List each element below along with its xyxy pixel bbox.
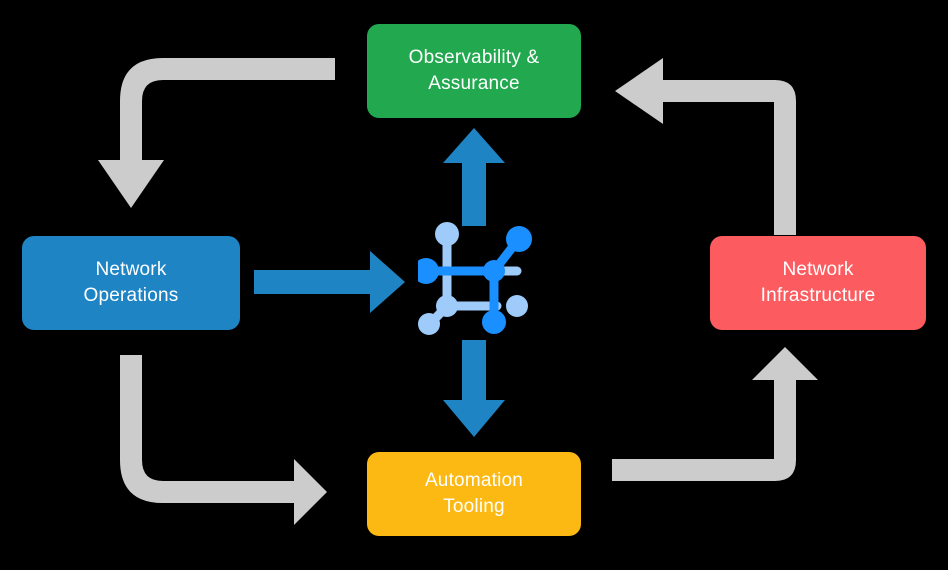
node-observability-assurance[interactable]: Observability & Assurance xyxy=(367,24,581,118)
network-nodes-dark xyxy=(418,226,532,334)
arrow-up-blue xyxy=(443,128,505,226)
arrow-elbow-grey-top-left xyxy=(98,58,335,208)
network-nodes-light xyxy=(418,222,528,335)
network-topology-icon xyxy=(418,222,532,335)
node-network-infrastructure[interactable]: Network Infrastructure xyxy=(710,236,926,330)
node-automation-tooling[interactable]: Automation Tooling xyxy=(367,452,581,536)
arrow-elbow-grey-top-right xyxy=(615,58,796,235)
arrow-elbow-grey-bottom-left xyxy=(120,355,327,525)
arrow-right-blue xyxy=(254,251,405,313)
arrow-down-blue xyxy=(443,340,505,437)
arrow-elbow-grey-bottom-right xyxy=(612,347,818,481)
node-network-operations[interactable]: Network Operations xyxy=(22,236,240,330)
